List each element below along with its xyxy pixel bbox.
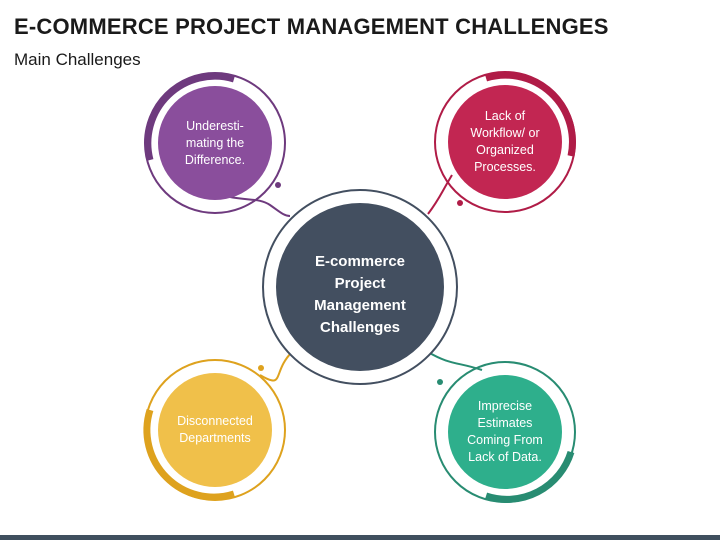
- node-accent-arc-red: [484, 71, 576, 157]
- connector-end-dot: [275, 182, 281, 188]
- node-accent-arc-purple: [144, 72, 235, 161]
- connector-red: [427, 174, 453, 215]
- footer-bar: [0, 535, 720, 540]
- node-circle-yellow: [158, 373, 272, 487]
- connector-yellow: [259, 351, 293, 382]
- connector-end-dot: [258, 365, 264, 371]
- node-accent-arc-green: [484, 450, 575, 503]
- page-subtitle: Main Challenges: [14, 50, 141, 69]
- node-label-underestimating: Underesti-mating the Difference.: [184, 118, 246, 167]
- node-label-disconnected: Disconnected Departments: [177, 414, 253, 445]
- node-circle-red: [448, 85, 562, 199]
- center-label: E-commerce Project Management Challenges: [314, 253, 406, 336]
- node-circle-purple: [158, 86, 272, 200]
- node-circle-green: [448, 375, 562, 489]
- connector-end-dot: [457, 200, 463, 206]
- node-label-workflow: Lack of Workflow/ or Organized Processes…: [470, 109, 540, 174]
- node-label-imprecise: Imprecise Estimates Coming From Lack of …: [467, 399, 543, 464]
- page-title: E-COMMERCE PROJECT MANAGEMENT CHALLENGES: [14, 14, 609, 39]
- center-circle: [276, 203, 444, 371]
- connector-green: [427, 351, 483, 371]
- connector-end-dot: [437, 379, 443, 385]
- node-accent-arc-yellow: [143, 408, 236, 501]
